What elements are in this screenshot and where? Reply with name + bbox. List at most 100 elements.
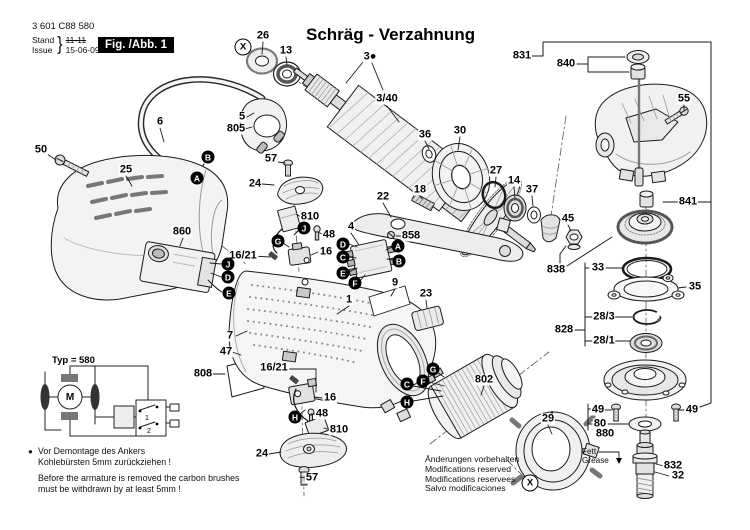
part-label-858: 858 xyxy=(400,229,422,242)
grease-line-en: Grease xyxy=(582,456,609,465)
brace-glyph: } xyxy=(57,34,63,55)
bearing-28-1 xyxy=(629,333,663,353)
part-label-808: 808 xyxy=(192,367,214,380)
part-label-80: 80 xyxy=(592,417,608,430)
note-en-2: must be withdrawn by at least 5mm ! xyxy=(38,484,181,494)
pinion-45 xyxy=(540,214,583,250)
bearing-cover-ring-29 xyxy=(509,411,603,491)
part-label-28-3: 28/3 xyxy=(592,310,616,323)
assembly-bracket-840 xyxy=(576,56,630,73)
part-label-24: 24 xyxy=(247,177,263,190)
spindle-lock-lever-22 xyxy=(351,213,524,262)
part-label-27: 27 xyxy=(488,164,504,177)
washer-36 xyxy=(421,145,437,163)
brush-cover-24-bottom xyxy=(279,432,347,468)
part-label-7: 7 xyxy=(225,329,235,342)
marker-j: J xyxy=(297,221,311,235)
part-label-32: 32 xyxy=(670,469,686,482)
modifications-line: Modifications reservees xyxy=(425,473,516,484)
issue-label: Issue xyxy=(32,45,53,55)
part-label-28-1: 28/1 xyxy=(592,334,616,347)
part-label-48: 48 xyxy=(321,228,337,241)
spindle-832-32 xyxy=(632,429,658,499)
part-label-841: 841 xyxy=(677,195,699,208)
screw-57-top xyxy=(283,159,293,177)
part-label-45: 45 xyxy=(560,212,576,225)
part-label-832: 832 xyxy=(662,459,684,472)
marker-b: B xyxy=(201,150,215,164)
part-label-3-40: 3/40 xyxy=(375,92,399,105)
marker-h: H xyxy=(288,410,302,424)
marker-d: D xyxy=(336,237,350,251)
part-label-23: 23 xyxy=(418,287,434,300)
assembly-bracket-838 xyxy=(559,236,613,267)
part-label-810: 810 xyxy=(328,423,350,436)
marker-e: E xyxy=(336,266,350,280)
part-label-14: 14 xyxy=(506,174,522,187)
marker-f: F xyxy=(348,276,362,290)
note-de-1: Vor Demontage des Ankers xyxy=(38,446,146,456)
o-ring-27 xyxy=(481,180,507,210)
marker-c: C xyxy=(336,250,350,264)
marker-g: G xyxy=(426,362,440,376)
modifications-line: Modifications reserved xyxy=(425,463,511,474)
washer-26 xyxy=(245,47,279,75)
wiring-diagram-inset xyxy=(40,365,180,437)
modifications-note: Änderungen vorbehalten Modifications res… xyxy=(425,454,520,494)
part-label-22: 22 xyxy=(375,190,391,203)
marker-x: X xyxy=(521,474,539,492)
grease-note: Fett - Grease xyxy=(582,447,609,465)
part-label-33: 33 xyxy=(590,261,606,274)
part-label-16-21: 16/21 xyxy=(259,361,289,374)
armature-note: ● Vor Demontage des Ankers Kohlebürsten … xyxy=(28,446,239,495)
power-plug xyxy=(239,98,287,154)
part-label-24: 24 xyxy=(254,447,270,460)
assembly-bracket-80 xyxy=(587,403,593,431)
part-label-828: 828 xyxy=(553,323,575,336)
part-label-805: 805 xyxy=(225,122,247,135)
part-label-831: 831 xyxy=(511,49,533,62)
spring-pin-18 xyxy=(410,192,436,212)
part-label-37: 37 xyxy=(524,183,540,196)
type-inset-label: Typ = 580 xyxy=(52,355,95,366)
slide-button-23 xyxy=(411,305,444,331)
assembly-bracket-831 xyxy=(531,41,712,408)
part-label-9: 9 xyxy=(390,276,400,289)
fan-guard-30 xyxy=(431,143,491,211)
marker-a: A xyxy=(391,239,405,253)
part-label-5: 5 xyxy=(237,110,247,123)
washer-37 xyxy=(527,206,541,224)
spacer-841 xyxy=(639,190,654,208)
brush-holder-16-top xyxy=(287,242,312,266)
part-label-55: 55 xyxy=(676,92,692,105)
marker-a: A xyxy=(190,171,204,185)
carbon-brush-810-top xyxy=(272,205,301,254)
part-label-3-: 3● xyxy=(362,50,378,63)
part-label-49: 49 xyxy=(684,403,700,416)
screw-49-left xyxy=(611,403,621,422)
part-label-16-21: 16/21 xyxy=(228,249,258,262)
marker-e: E xyxy=(222,286,236,300)
switch-contact-2: 2 xyxy=(147,428,151,435)
issue-value: 15-06-09 xyxy=(65,45,100,55)
part-label-840: 840 xyxy=(555,57,577,70)
part-label-880: 880 xyxy=(594,427,616,440)
flange-35 xyxy=(607,274,685,302)
spacer-block xyxy=(496,217,511,233)
bearing-14 xyxy=(503,194,527,222)
snap-ring-28-3 xyxy=(632,309,665,325)
part-label-810: 810 xyxy=(299,210,321,223)
part-label-25: 25 xyxy=(118,163,134,176)
part-label-35: 35 xyxy=(687,280,703,293)
washer-80-880 xyxy=(628,416,662,432)
part-label-16: 16 xyxy=(318,245,334,258)
modifications-line: Änderungen vorbehalten xyxy=(425,454,520,464)
stand-value: 11-11 xyxy=(65,35,87,45)
pin-21-bottom xyxy=(289,375,299,385)
type-number: 3 601 C88 580 xyxy=(32,21,95,32)
figure-badge: Fig. /Abb. 1 xyxy=(98,37,174,53)
screw-858 xyxy=(387,231,395,239)
part-label-49: 49 xyxy=(590,403,606,416)
